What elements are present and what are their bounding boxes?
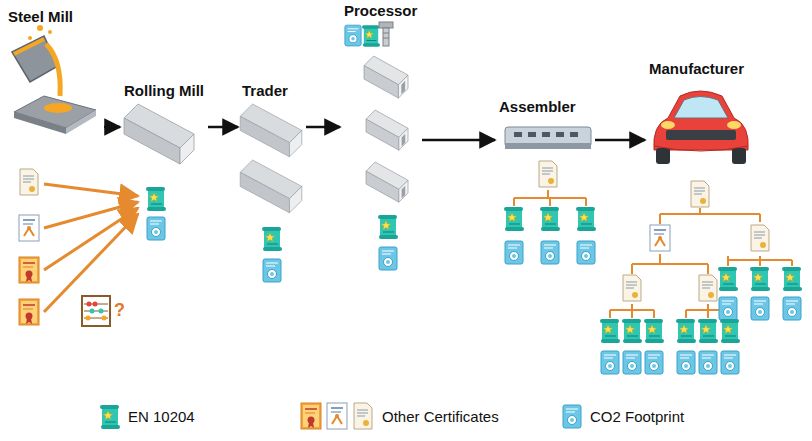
stage-heading: Processor	[344, 2, 417, 19]
orange-arrows	[44, 184, 138, 312]
co2-icon	[345, 25, 361, 46]
legend-text: EN 10204	[128, 408, 195, 425]
stage-heading: Trader	[242, 82, 288, 99]
legend-sample	[301, 403, 321, 429]
legend-sample	[100, 405, 120, 429]
bolt	[379, 22, 393, 46]
steel-channel	[366, 162, 408, 202]
steel-beam	[240, 104, 302, 157]
steel-channel	[364, 56, 408, 98]
steel-beam	[124, 104, 194, 164]
legend-sample	[354, 403, 372, 429]
stage-heading: Assembler	[499, 98, 576, 115]
assembly-rail	[505, 127, 591, 149]
stage-node: Assembler	[495, 98, 595, 158]
car	[654, 91, 748, 164]
stage-node: Rolling Mill	[120, 82, 208, 164]
stage-node: Steel Mill	[4, 8, 104, 136]
legend-sample	[563, 405, 581, 428]
flow-arrow	[104, 126, 120, 129]
en-icon	[362, 25, 380, 47]
flow-arrow	[595, 139, 645, 142]
abacus	[82, 296, 110, 326]
legend-text: CO2 Footprint	[590, 408, 684, 425]
steel-channel	[366, 110, 408, 150]
stage-heading: Rolling Mill	[124, 82, 204, 99]
steel-beam	[240, 160, 302, 213]
stage-node: Trader	[238, 82, 306, 208]
legend-text: Other Certificates	[382, 408, 499, 425]
stage-heading: Manufacturer	[649, 60, 744, 77]
legend-sample	[327, 403, 347, 429]
stage-heading: Steel Mill	[8, 8, 73, 25]
ladle	[12, 25, 96, 134]
question-mark: ?	[114, 300, 125, 321]
flow-arrow	[208, 126, 238, 129]
flow-arrow	[306, 126, 340, 129]
stage-node: Manufacturer	[645, 60, 757, 170]
stage-node: Processor	[340, 2, 422, 208]
flow-arrow	[422, 139, 495, 142]
